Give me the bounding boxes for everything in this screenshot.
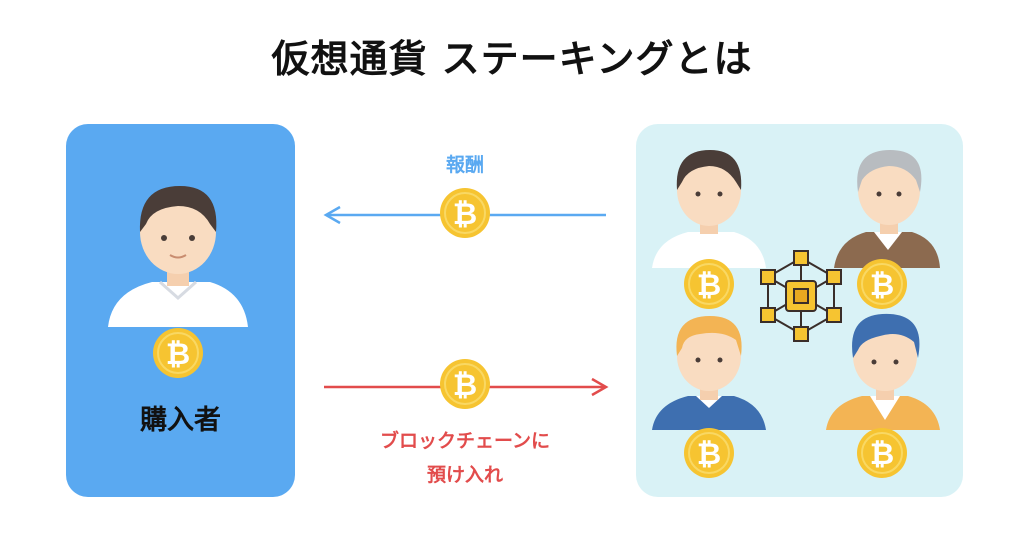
blockchain-network-icon [760, 250, 842, 342]
network-person-4-icon [826, 313, 940, 430]
deposit-label-line2: 預け入れ [426, 464, 503, 486]
buyer-person-icon [108, 186, 248, 327]
network-coin-1-icon [683, 258, 735, 310]
network-coin-2-icon [856, 258, 908, 310]
network-person-1-icon [652, 150, 766, 268]
deposit-label: ブロックチェーンに 預け入れ [320, 424, 610, 492]
reward-label: 報酬 [445, 154, 484, 176]
deposit-label-line1: ブロックチェーンに [379, 430, 551, 452]
network-coin-3-icon [683, 427, 735, 479]
reward-coin-icon [439, 187, 491, 239]
network-person-2-icon [834, 150, 940, 268]
deposit-coin-icon [439, 358, 491, 410]
network-coin-4-icon [856, 427, 908, 479]
network-person-3-icon [652, 316, 766, 430]
buyer-coin-icon [152, 327, 204, 379]
page-title: 仮想通貨 ステーキングとは [271, 37, 753, 81]
buyer-label: 購入者 [140, 405, 221, 436]
